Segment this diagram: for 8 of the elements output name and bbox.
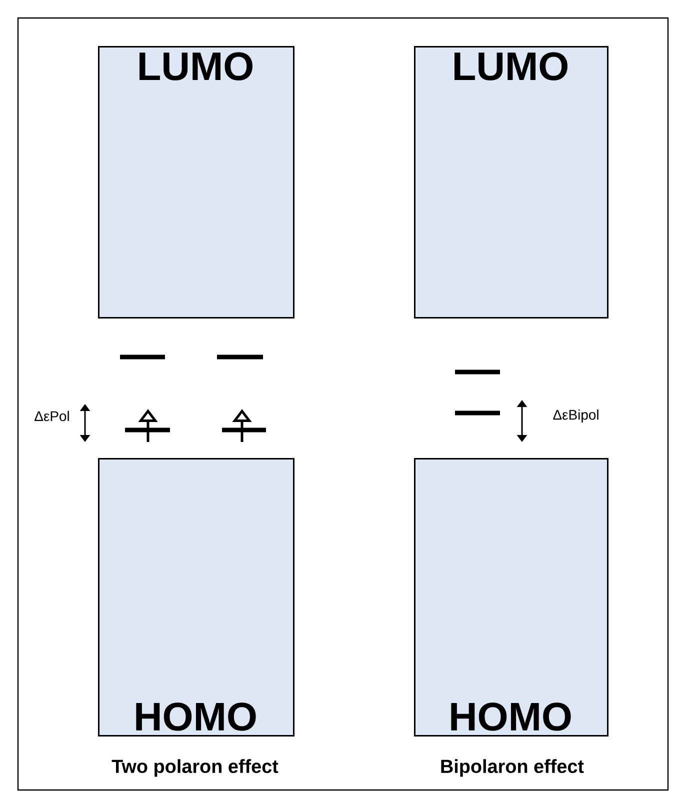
caption: Bipolaron effect	[441, 759, 584, 777]
energy-band-box: HOMO	[414, 458, 608, 736]
caption: Two polaron effect	[112, 759, 278, 777]
dimension-label: ΔεBipol	[553, 410, 598, 422]
dimension-label: ΔεPol	[34, 410, 69, 422]
energy-band-box: LUMO	[414, 46, 608, 318]
energy-band-box: HOMO	[98, 458, 294, 736]
energy-band-box: LUMO	[98, 46, 294, 318]
